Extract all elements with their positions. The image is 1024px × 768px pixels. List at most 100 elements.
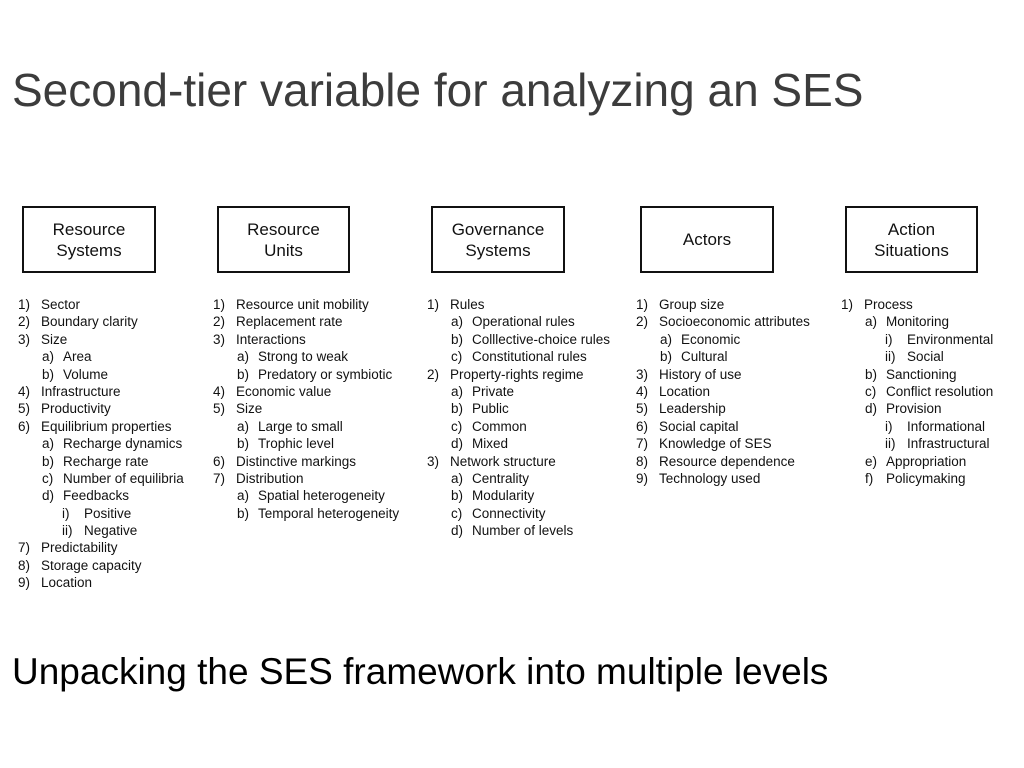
item-text: Strong to weak — [258, 349, 349, 365]
list-item: 8) Storage capacity — [18, 557, 248, 574]
list-item: 4) Location — [636, 383, 866, 400]
header-box: Resource Systems — [22, 206, 156, 273]
item-text: Spatial heterogeneity — [258, 488, 385, 504]
list-item: a)Operational rules — [427, 313, 657, 330]
item-marker: b) — [451, 331, 464, 347]
list-item: 5) Productivity — [18, 400, 248, 417]
item-text: Operational rules — [472, 314, 575, 330]
item-text: Socioeconomic attributes — [659, 314, 810, 330]
header-box: Actors — [640, 206, 774, 273]
item-text: Recharge rate — [63, 453, 149, 469]
item-text: Colllective-choice rules — [472, 331, 611, 347]
item-text: Provision — [886, 401, 942, 417]
list-item: f) Policymaking — [841, 470, 1024, 487]
item-text: Infrastructural — [907, 436, 990, 452]
item-marker: 1) — [18, 297, 31, 312]
list-item: a)Spatial heterogeneity — [213, 487, 443, 504]
list-item: e)Appropriation — [841, 453, 1024, 470]
item-text: Mixed — [472, 436, 509, 452]
list-item: 9) Technology used — [636, 470, 866, 487]
list-item: a)Monitoring — [841, 313, 1024, 330]
list-item: 7)Predictability — [18, 539, 248, 556]
item-text: Centrality — [472, 470, 530, 486]
item-marker: 7) — [18, 540, 31, 556]
list-item: c)Common — [427, 418, 657, 435]
item-marker: ii) — [62, 523, 73, 539]
list-item: a)Centrality — [427, 470, 657, 487]
list-item: c)Constitutional rules — [427, 348, 657, 365]
list-item: 5)Leadership — [636, 400, 866, 417]
item-text: Monitoring — [886, 314, 950, 330]
item-text: Distribution — [236, 470, 304, 486]
item-marker: 9) — [18, 575, 31, 591]
item-marker: i) — [885, 418, 893, 434]
item-text: Location — [659, 383, 711, 399]
item-marker: 5) — [213, 401, 226, 417]
item-marker: 3) — [213, 331, 226, 347]
item-text: Size — [236, 401, 263, 417]
item-marker: b) — [42, 453, 55, 469]
list-item: b)Trophic level — [213, 435, 443, 452]
list-item: i)Positive — [18, 505, 248, 522]
item-marker: ii) — [885, 436, 896, 452]
list-item: 6)Social capital — [636, 418, 866, 435]
item-text: Informational — [907, 418, 986, 434]
item-marker: i) — [885, 331, 893, 347]
list-item: c)Number of equilibria — [18, 470, 248, 487]
item-marker: 2) — [213, 314, 226, 330]
item-marker: 7) — [636, 436, 649, 452]
item-marker: 3) — [636, 366, 649, 382]
item-text: Productivity — [41, 401, 111, 417]
item-text: Interactions — [236, 331, 306, 347]
item-marker: 1) — [213, 297, 226, 312]
item-marker: 9) — [636, 470, 649, 486]
item-text: Process — [864, 297, 913, 312]
list-item: 3) Interactions — [213, 331, 443, 348]
item-marker: 4) — [18, 383, 31, 399]
item-text: Knowledge of SES — [659, 436, 772, 452]
list-item: 1)Group size — [636, 296, 866, 313]
item-marker: 8) — [18, 557, 31, 573]
item-marker: a) — [42, 349, 55, 365]
item-marker: b) — [237, 505, 250, 521]
item-marker: a) — [237, 349, 250, 365]
item-marker: 6) — [636, 418, 649, 434]
item-marker: 6) — [18, 418, 31, 434]
item-text: Infrastructure — [41, 383, 121, 399]
item-marker: 3) — [18, 331, 31, 347]
list-item: a)Recharge dynamics — [18, 435, 248, 452]
item-marker: 5) — [18, 401, 31, 417]
item-text: Appropriation — [886, 453, 967, 469]
list-item: 6)Distinctive markings — [213, 453, 443, 470]
list-item: 3)Network structure — [427, 453, 657, 470]
item-marker: 3) — [427, 453, 440, 469]
item-marker: f) — [865, 470, 874, 486]
list-item: ii)Social — [841, 348, 1024, 365]
item-text: Policymaking — [886, 470, 966, 486]
item-text: Connectivity — [472, 505, 546, 521]
item-marker: a) — [451, 383, 464, 399]
list-item: d)Feedbacks — [18, 487, 248, 504]
list-item: b)Predatory or symbiotic — [213, 366, 443, 383]
item-marker: b) — [237, 436, 250, 452]
item-text: Temporal heterogeneity — [258, 505, 400, 521]
item-text: Economic — [681, 331, 741, 347]
item-text: Conflict resolution — [886, 383, 994, 399]
list-item: b) Temporal heterogeneity — [213, 505, 443, 522]
list-item: ii) Infrastructural — [841, 435, 1024, 452]
item-text: Leadership — [659, 401, 726, 417]
item-text: Storage capacity — [41, 557, 142, 573]
item-marker: c) — [451, 505, 463, 521]
item-text: Technology used — [659, 470, 761, 486]
header-box: Governance Systems — [431, 206, 565, 273]
item-text: Location — [41, 575, 93, 591]
item-marker: i) — [62, 505, 70, 521]
list-item: b) Recharge rate — [18, 453, 248, 470]
item-text: Rules — [450, 297, 485, 312]
item-marker: 4) — [636, 383, 649, 399]
